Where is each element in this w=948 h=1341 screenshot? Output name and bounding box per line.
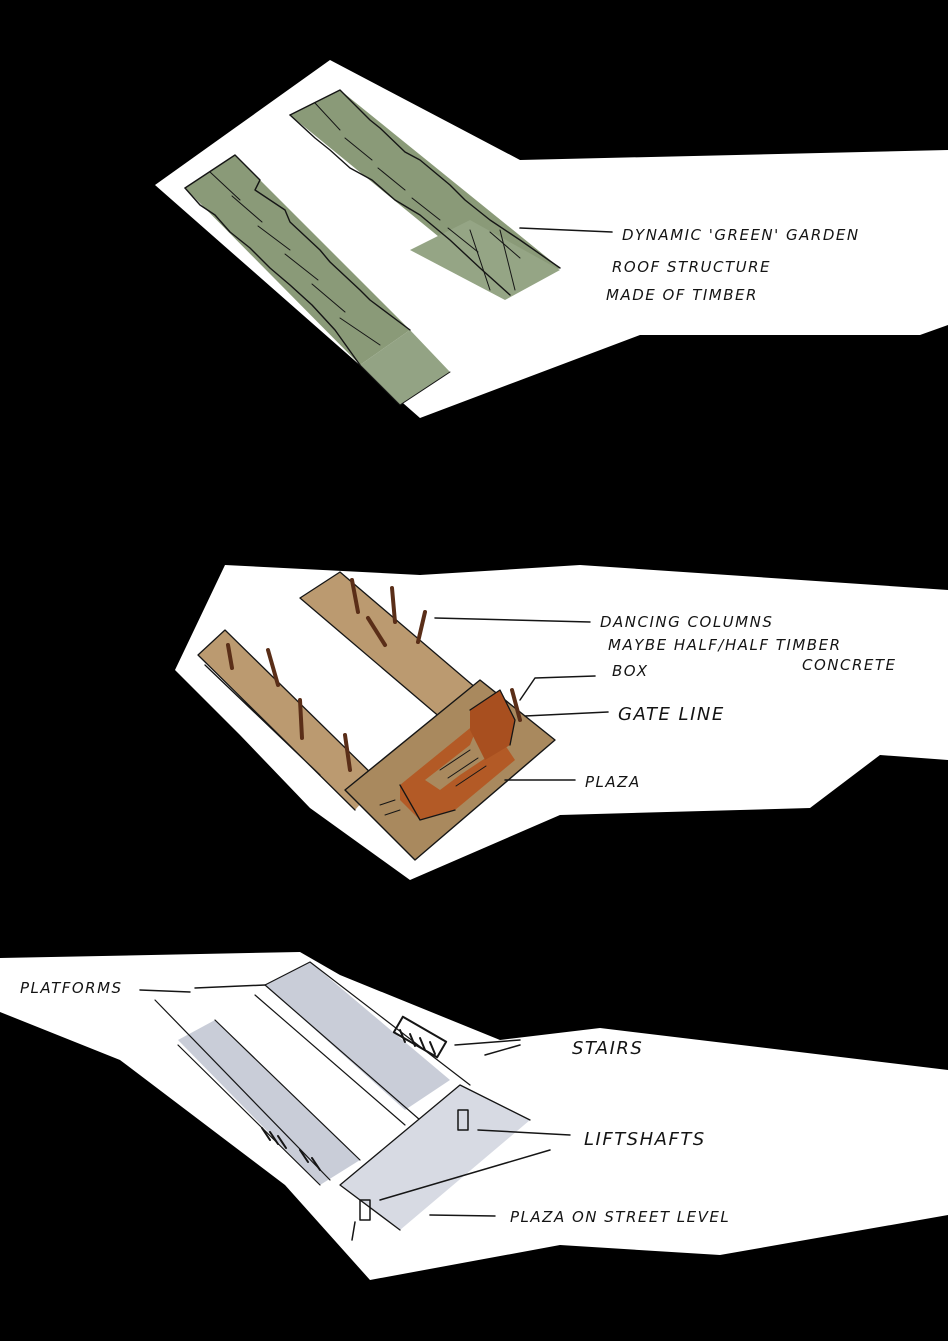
plaza-street-leader-line <box>430 1215 495 1216</box>
columns-label-1: DANCING COLUMNS <box>600 613 773 631</box>
roof-label-1: DYNAMIC 'GREEN' GARDEN <box>622 226 860 244</box>
platforms-label: PLATFORMS <box>20 979 123 997</box>
gate-line-label: GATE LINE <box>618 704 725 725</box>
roof-label-2: ROOF STRUCTURE <box>612 258 771 276</box>
columns-label-2: MAYBE HALF/HALF TIMBER <box>608 636 842 654</box>
plaza-street-label: PLAZA ON STREET LEVEL <box>510 1208 730 1226</box>
plaza-label: PLAZA <box>585 773 641 791</box>
liftshafts-label: LIFTSHAFTS <box>584 1129 706 1150</box>
columns-label-concrete: CONCRETE <box>802 656 897 674</box>
stairs-label: STAIRS <box>572 1038 643 1059</box>
box-label: BOX <box>612 662 648 680</box>
roof-label-3: MADE OF TIMBER <box>606 286 758 304</box>
